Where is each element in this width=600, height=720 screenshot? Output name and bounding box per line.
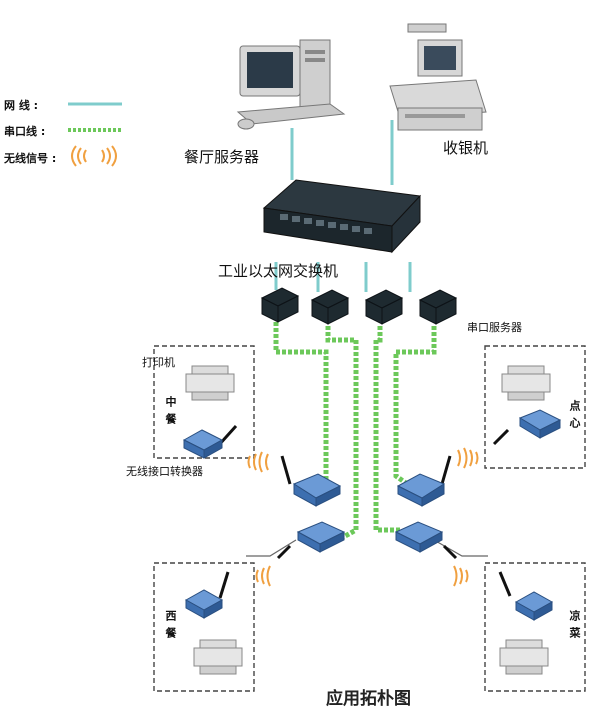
converter-cold-icon [498, 571, 554, 621]
switch-label: 工业以太网交换机 [218, 262, 339, 280]
zone-label-western: 西餐 [164, 610, 177, 644]
zone-label-cold: 凉菜 [568, 610, 581, 644]
legend-network-label: 网 线 : [4, 99, 39, 112]
dimsum-zone-devices [492, 365, 562, 446]
converter-center-3 [276, 521, 346, 560]
serial-server-label: 串口服务器 [467, 321, 522, 334]
serial-server-icons [260, 287, 458, 325]
chinese-zone-devices [182, 365, 238, 459]
restaurant-server-label: 餐厅服务器 [184, 148, 260, 166]
zone-label-chinese: 中餐 [164, 396, 177, 430]
cash-register-label: 收银机 [443, 139, 489, 157]
converter-center-2 [396, 455, 452, 507]
network-lines [274, 120, 412, 292]
legend-wireless-icon [71, 145, 117, 167]
printer-chinese-icon [185, 365, 235, 401]
printer-dimsum-icon [501, 365, 551, 401]
converter-western-icon [184, 571, 230, 619]
legend [68, 102, 122, 167]
wireless-signal-dimsum [457, 447, 479, 469]
zone-box-dimsum [484, 345, 586, 469]
printer-label: 打印机 [142, 356, 175, 369]
wireless-signal-western [255, 565, 271, 587]
switch-icon [262, 179, 422, 254]
diagram-title: 应用拓朴图 [326, 689, 411, 709]
zone-box-chinese [153, 345, 255, 459]
legend-serial-label: 串口线 : [4, 125, 46, 138]
wireless-signals [247, 447, 479, 587]
cold-zone-devices [498, 571, 554, 675]
wireless-signal-cold [453, 565, 469, 587]
legend-wireless-label: 无线信号 : [4, 152, 57, 165]
zone-label-dimsum: 点心 [568, 400, 581, 434]
zone-box-cold [484, 562, 586, 692]
wireless-links [246, 539, 488, 557]
western-zone-devices [184, 571, 243, 675]
serial-server-1 [260, 287, 300, 323]
serial-server-2 [310, 289, 350, 325]
converter-dimsum-icon [492, 409, 562, 446]
converter-chinese-icon [182, 424, 238, 459]
serial-server-3 [364, 289, 404, 325]
zone-boxes [153, 345, 586, 692]
printer-western-icon [193, 639, 243, 675]
converter-center-4 [394, 521, 458, 560]
printer-cold-icon [499, 639, 549, 675]
serial-server-4 [418, 289, 458, 325]
zone-box-western [153, 562, 255, 692]
serial-lines [273, 322, 437, 543]
wireless-signal-chinese [247, 451, 269, 473]
converter-center-1 [280, 455, 342, 507]
central-converters [276, 455, 458, 560]
restaurant-server-icon [236, 39, 346, 130]
cash-register-icon [389, 23, 487, 131]
wireless-converter-label: 无线接口转换器 [126, 465, 203, 478]
